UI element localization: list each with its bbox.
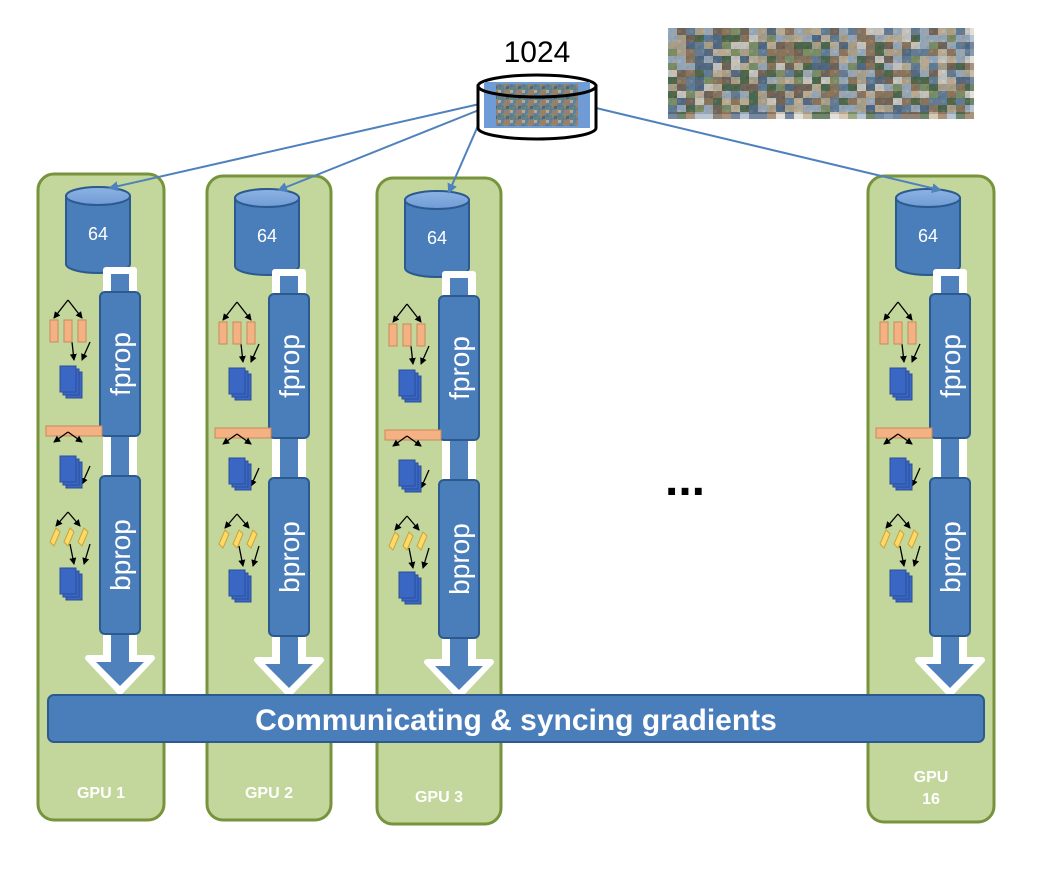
fprop-block-label: fprop xyxy=(935,334,966,398)
batch-size-label: 1024 xyxy=(504,36,571,69)
shard-size-label: 64 xyxy=(918,226,938,246)
network-layers-icon xyxy=(384,303,442,605)
bprop-block xyxy=(438,479,480,639)
shard-database-icon xyxy=(234,188,300,276)
fprop-block xyxy=(438,295,480,441)
fprop-block xyxy=(929,293,971,439)
sync-bar-label: Communicating & syncing gradients xyxy=(255,704,777,737)
shard-database-icon xyxy=(404,190,470,278)
shard-size-label: 64 xyxy=(427,228,447,248)
distribution-arrow xyxy=(595,107,942,194)
shard-database-icon xyxy=(65,186,131,274)
distribution-arrow xyxy=(108,102,485,192)
fprop-block-label: fprop xyxy=(274,334,305,398)
bprop-block xyxy=(268,477,310,637)
shard-size-label: 64 xyxy=(88,224,108,244)
bprop-block-label: bprop xyxy=(935,521,966,593)
fprop-block-label: fprop xyxy=(105,332,136,396)
network-layers-icon xyxy=(214,301,272,603)
network-layers-icon xyxy=(45,299,103,601)
bprop-block xyxy=(99,475,141,635)
dataset-image-mosaic xyxy=(668,28,974,119)
shard-size-label: 64 xyxy=(257,226,277,246)
distribution-arrow xyxy=(277,107,485,192)
bprop-block-label: bprop xyxy=(274,521,305,593)
gpu-label: GPU 1 xyxy=(77,785,125,802)
fprop-block-label: fprop xyxy=(444,336,475,400)
batch-database-icon xyxy=(476,73,598,141)
bprop-block-label: bprop xyxy=(105,519,136,591)
bprop-block-label: bprop xyxy=(444,523,475,595)
fprop-block xyxy=(268,293,310,439)
sync-bar xyxy=(47,694,985,743)
gpu-label: GPU 3 xyxy=(415,789,463,806)
shard-database-icon xyxy=(895,188,961,276)
gpu-label: GPU 2 xyxy=(245,785,293,802)
ellipsis: ... xyxy=(665,453,705,506)
bprop-block xyxy=(929,477,971,637)
fprop-block xyxy=(99,291,141,437)
network-layers-icon xyxy=(875,301,933,603)
